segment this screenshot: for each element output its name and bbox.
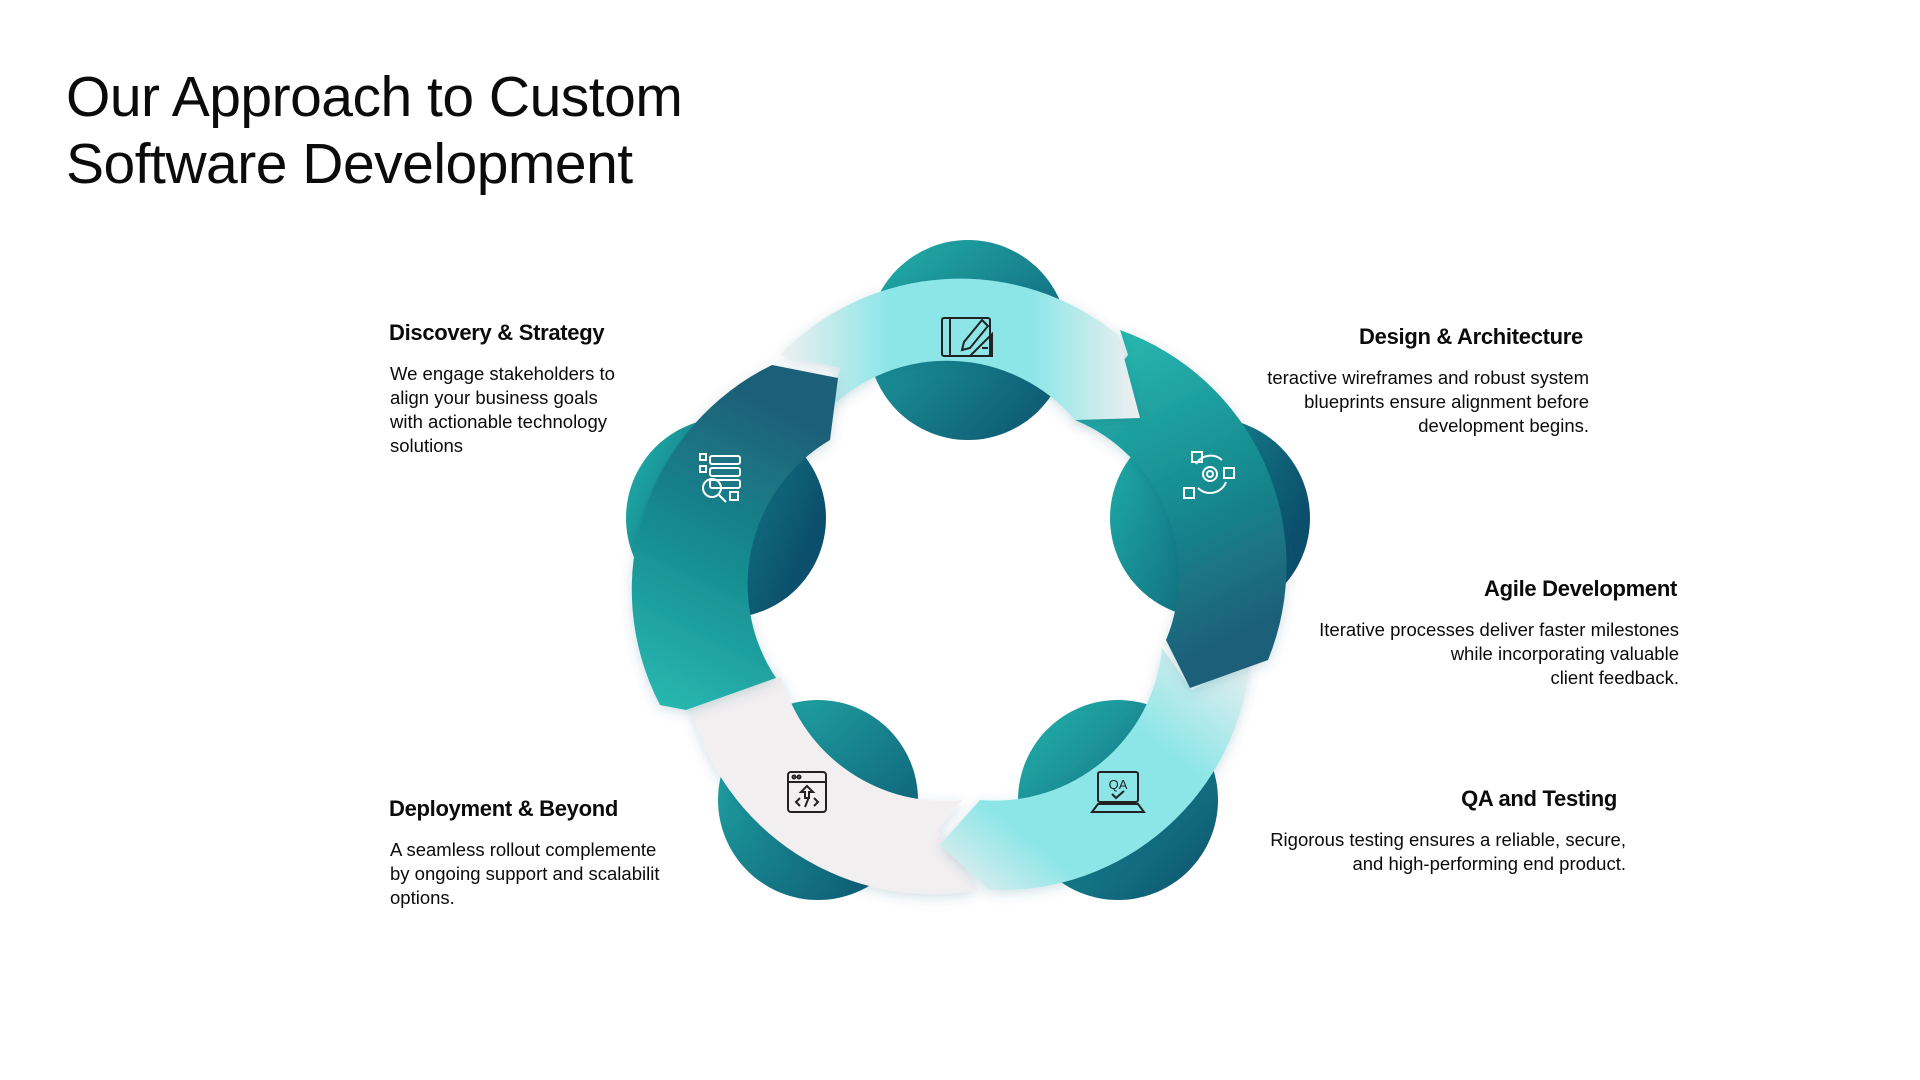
step-text-line: while incorporating valuable [1450, 643, 1679, 664]
step-text-deployment: A seamless rollout complemente by ongoin… [390, 838, 659, 910]
step-text-discovery: We engage stakeholders to align your bus… [390, 362, 615, 458]
page-title-line-1: Our Approach to Custom [66, 65, 683, 129]
step-text-line: by ongoing support and scalabilit [390, 863, 660, 884]
step-text-line: A seamless rollout complemente [390, 839, 657, 860]
step-text-design: teractive wireframes and robust system b… [1267, 366, 1589, 438]
step-text-line: options. [390, 887, 455, 908]
qa-icon-label: QA [1109, 777, 1128, 792]
step-heading-deployment: Deployment & Beyond [389, 796, 618, 821]
deployment-code-icon [787, 771, 827, 813]
step-text-line: teractive wireframes and robust system [1267, 367, 1589, 388]
step-text-line: align your business goals [390, 387, 598, 408]
cycle-arrow-agile [1075, 330, 1287, 688]
page-title-line-2: Software Development [66, 132, 633, 196]
step-text-agile: Iterative processes deliver faster miles… [1319, 618, 1679, 690]
cycle-arrow-qa [940, 648, 1250, 891]
data-analysis-icon [699, 453, 741, 503]
qa-laptop-icon: QA [1090, 771, 1146, 813]
step-text-line: with actionable technology [390, 411, 608, 432]
step-heading-design: Design & Architecture [1359, 324, 1583, 349]
step-text-line: client feedback. [1550, 667, 1679, 688]
step-text-qa: Rigorous testing ensures a reliable, sec… [1270, 828, 1626, 876]
step-text-line: and high-performing end product. [1352, 853, 1626, 874]
agile-cycle-icon [1183, 451, 1235, 499]
step-heading-discovery: Discovery & Strategy [389, 320, 605, 345]
step-text-line: solutions [390, 435, 464, 456]
page-title: Our Approach to Custom Software Developm… [66, 64, 826, 198]
step-heading-qa: QA and Testing [1461, 786, 1617, 811]
step-text-line: Rigorous testing ensures a reliable, sec… [1270, 829, 1626, 850]
blueprint-icon [941, 317, 993, 357]
step-text-line: development begins. [1418, 415, 1589, 436]
cycle-arrow-discovery [631, 365, 838, 710]
step-text-line: We engage stakeholders to [390, 363, 615, 384]
step-text-line: blueprints ensure alignment before [1304, 391, 1589, 412]
cycle-arrow-design [780, 278, 1140, 420]
cycle-arrow-deployment [688, 650, 978, 895]
step-heading-agile: Agile Development [1484, 576, 1677, 601]
step-text-line: Iterative processes deliver faster miles… [1319, 619, 1679, 640]
